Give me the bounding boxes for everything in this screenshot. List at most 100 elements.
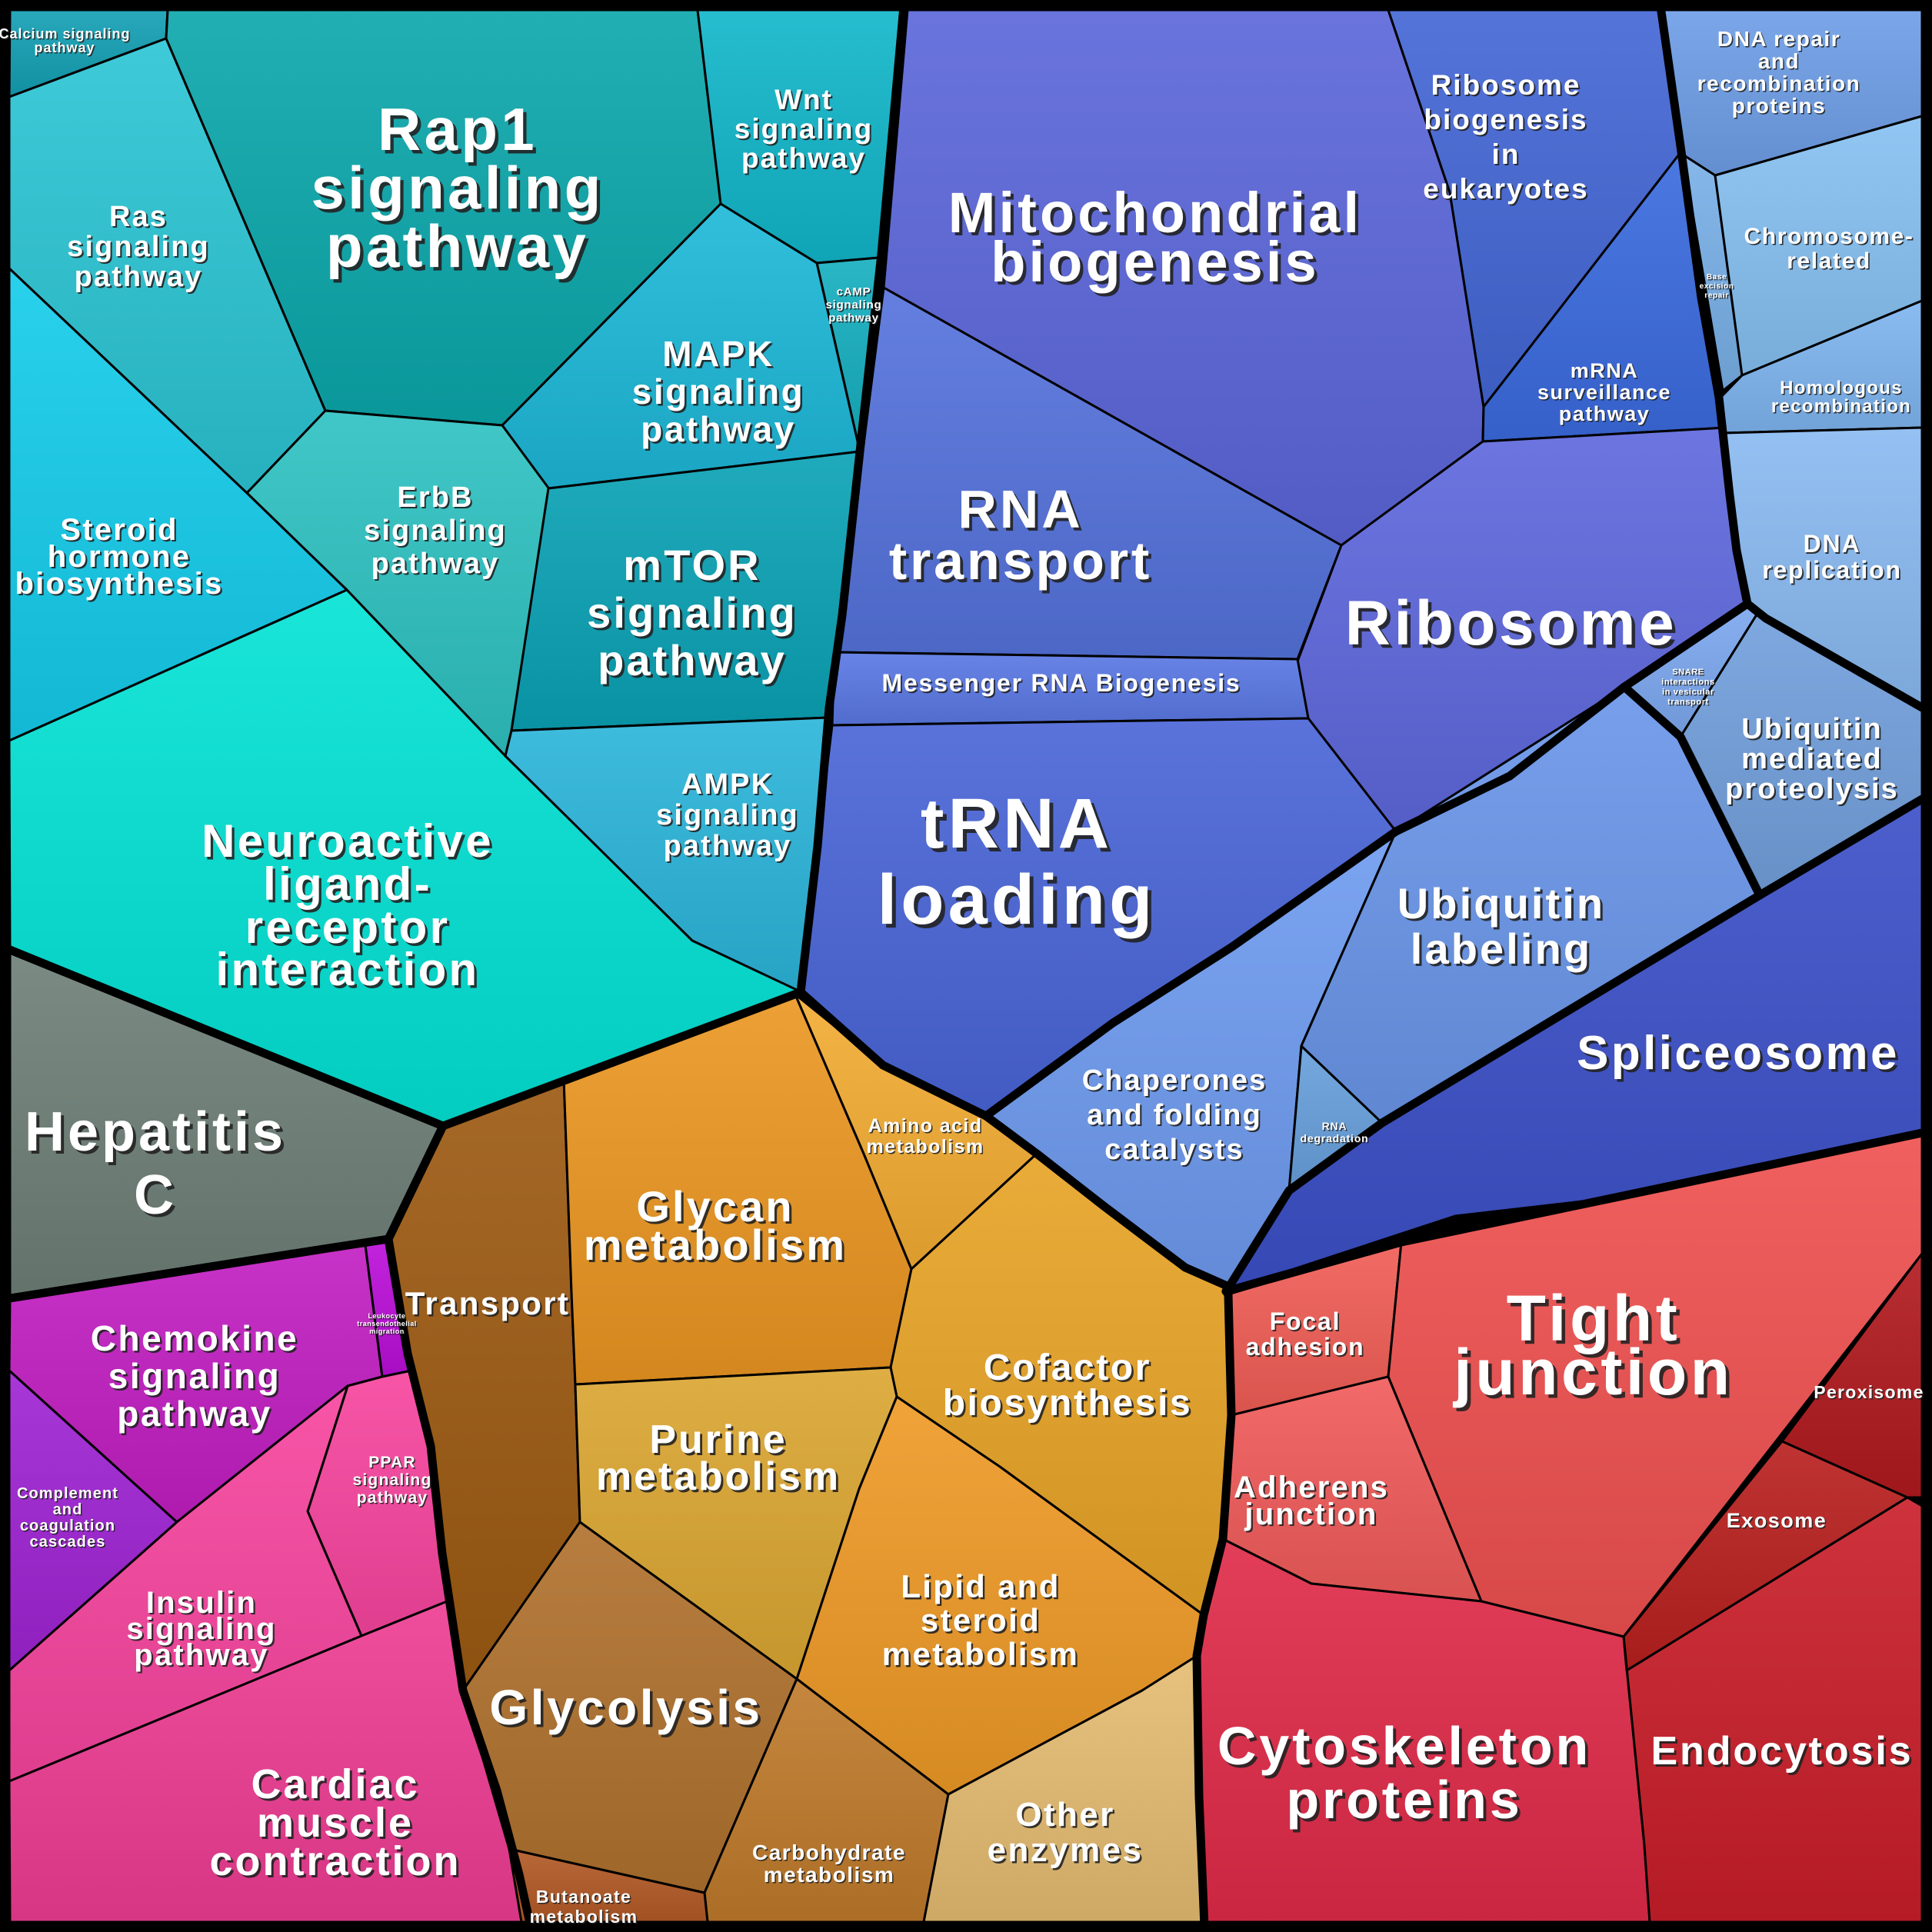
svg-text:Spliceosome: Spliceosome <box>1577 1027 1900 1080</box>
svg-text:pathway: pathway <box>598 636 787 685</box>
svg-text:metabolism: metabolism <box>764 1864 896 1888</box>
svg-text:SNARE: SNARE <box>1672 668 1704 677</box>
svg-text:Glycolysis: Glycolysis <box>492 1683 765 1738</box>
svg-text:loading: loading <box>878 861 1157 939</box>
svg-text:Cytoskeleton: Cytoskeleton <box>1221 1719 1594 1779</box>
svg-text:signaling: signaling <box>364 515 507 547</box>
svg-text:pathway: pathway <box>371 548 500 580</box>
svg-text:Steroid: Steroid <box>60 513 178 547</box>
svg-text:interaction: interaction <box>218 946 482 998</box>
svg-text:Mitochondrial: Mitochondrial <box>948 181 1362 245</box>
svg-text:cascades: cascades <box>31 1535 107 1552</box>
svg-text:RNA: RNA <box>961 482 1086 542</box>
svg-text:signaling: signaling <box>67 231 210 263</box>
svg-text:pathway: pathway <box>326 212 589 280</box>
svg-text:pathway: pathway <box>641 409 796 449</box>
svg-text:Hepatitis: Hepatitis <box>28 1104 289 1166</box>
svg-text:Ras: Ras <box>111 202 169 235</box>
svg-text:pathway: pathway <box>35 42 96 57</box>
svg-text:junction: junction <box>1452 1336 1733 1408</box>
svg-text:Adherens: Adherens <box>1235 1472 1391 1506</box>
svg-text:Tight: Tight <box>1510 1286 1684 1358</box>
svg-text:metabolism: metabolism <box>764 1863 895 1887</box>
svg-text:Lipid and: Lipid and <box>901 1568 1060 1604</box>
svg-text:Base: Base <box>1707 275 1727 283</box>
svg-text:pathway: pathway <box>643 411 798 451</box>
svg-text:hormone: hormone <box>48 540 192 574</box>
svg-text:coagulation: coagulation <box>21 1519 116 1536</box>
svg-text:coagulation: coagulation <box>20 1517 115 1534</box>
svg-text:Exosome: Exosome <box>1727 1511 1828 1534</box>
svg-text:Wnt: Wnt <box>776 85 834 117</box>
svg-text:transport: transport <box>892 534 1155 594</box>
svg-text:recombination: recombination <box>1698 73 1861 97</box>
svg-text:Purine: Purine <box>649 1417 787 1462</box>
svg-text:in: in <box>1494 140 1522 172</box>
svg-text:Chaperones: Chaperones <box>1084 1066 1269 1098</box>
svg-text:Ras: Ras <box>109 201 168 233</box>
svg-text:interaction: interaction <box>215 944 479 995</box>
svg-text:Insulin: Insulin <box>146 1586 257 1620</box>
svg-text:mRNA: mRNA <box>1571 361 1640 384</box>
svg-text:C: C <box>137 1168 180 1229</box>
svg-text:enzymes: enzymes <box>989 1833 1145 1870</box>
svg-text:metabolism: metabolism <box>598 1457 843 1501</box>
svg-text:in vesicular: in vesicular <box>1664 689 1716 698</box>
svg-text:Messenger RNA Biogenesis: Messenger RNA Biogenesis <box>883 671 1242 698</box>
svg-text:related: related <box>1787 248 1871 274</box>
svg-text:eukaryotes: eukaryotes <box>1424 175 1590 206</box>
svg-text:interactions: interactions <box>1663 679 1717 688</box>
svg-text:MAPK: MAPK <box>662 334 774 374</box>
svg-text:signaling: signaling <box>126 1612 276 1646</box>
svg-text:signaling: signaling <box>827 300 883 313</box>
svg-text:and: and <box>1758 49 1800 73</box>
svg-text:Ribosome: Ribosome <box>1433 71 1583 102</box>
svg-text:metabolism: metabolism <box>531 1908 639 1928</box>
svg-text:muscle: muscle <box>259 1802 416 1848</box>
svg-text:junction: junction <box>1246 1499 1380 1533</box>
svg-text:Cardiac: Cardiac <box>253 1764 421 1810</box>
svg-text:loading: loading <box>881 864 1161 943</box>
svg-text:Carbohydrate: Carbohydrate <box>752 1840 906 1864</box>
svg-text:cAMP: cAMP <box>838 287 872 300</box>
svg-text:Calcium signaling: Calcium signaling <box>0 28 132 43</box>
svg-text:Ribosome: Ribosome <box>1348 592 1681 662</box>
svg-text:signaling: signaling <box>656 799 799 831</box>
svg-text:RNA: RNA <box>1323 1121 1348 1134</box>
svg-text:repair: repair <box>1706 293 1730 301</box>
svg-text:Ubiquitin: Ubiquitin <box>1400 881 1608 930</box>
svg-text:Endocytosis: Endocytosis <box>1651 1729 1913 1774</box>
svg-text:Ubiquitin: Ubiquitin <box>1743 715 1884 747</box>
svg-text:biogenesis: biogenesis <box>994 233 1323 297</box>
svg-text:pathway: pathway <box>1559 402 1651 425</box>
svg-text:Focal: Focal <box>1270 1307 1341 1335</box>
svg-text:biosynthesis: biosynthesis <box>15 567 224 601</box>
svg-text:signaling: signaling <box>315 157 608 225</box>
svg-text:signaling: signaling <box>634 374 806 414</box>
svg-text:tRNA: tRNA <box>921 784 1113 863</box>
svg-text:pathway: pathway <box>117 1394 272 1434</box>
svg-text:mediated: mediated <box>1741 743 1883 775</box>
svg-text:transport: transport <box>889 531 1152 591</box>
svg-text:labeling: labeling <box>1413 927 1594 975</box>
svg-text:AMPK: AMPK <box>681 768 774 801</box>
svg-text:catalysts: catalysts <box>1106 1135 1246 1168</box>
svg-text:C: C <box>134 1164 177 1226</box>
svg-text:Cytoskeleton: Cytoskeleton <box>1217 1716 1591 1776</box>
svg-text:Calcium signaling: Calcium signaling <box>0 26 131 42</box>
svg-text:Chemokine: Chemokine <box>91 1318 298 1358</box>
svg-text:steroid: steroid <box>921 1602 1041 1638</box>
svg-text:Ribosome: Ribosome <box>1345 588 1677 658</box>
svg-text:contraction: contraction <box>212 1840 463 1887</box>
svg-text:Rap1: Rap1 <box>378 95 538 163</box>
svg-text:pathway: pathway <box>34 40 95 55</box>
svg-text:Wnt: Wnt <box>774 84 833 115</box>
svg-text:Spliceosome: Spliceosome <box>1579 1029 1902 1082</box>
svg-text:metabolism: metabolism <box>868 1138 985 1159</box>
svg-text:surveillance: surveillance <box>1538 382 1672 405</box>
svg-text:DNA repair: DNA repair <box>1717 27 1840 51</box>
svg-text:degradation: degradation <box>1301 1132 1369 1144</box>
svg-text:signaling: signaling <box>587 588 798 637</box>
svg-text:surveillance: surveillance <box>1537 381 1671 404</box>
svg-text:biosynthesis: biosynthesis <box>944 1385 1194 1426</box>
